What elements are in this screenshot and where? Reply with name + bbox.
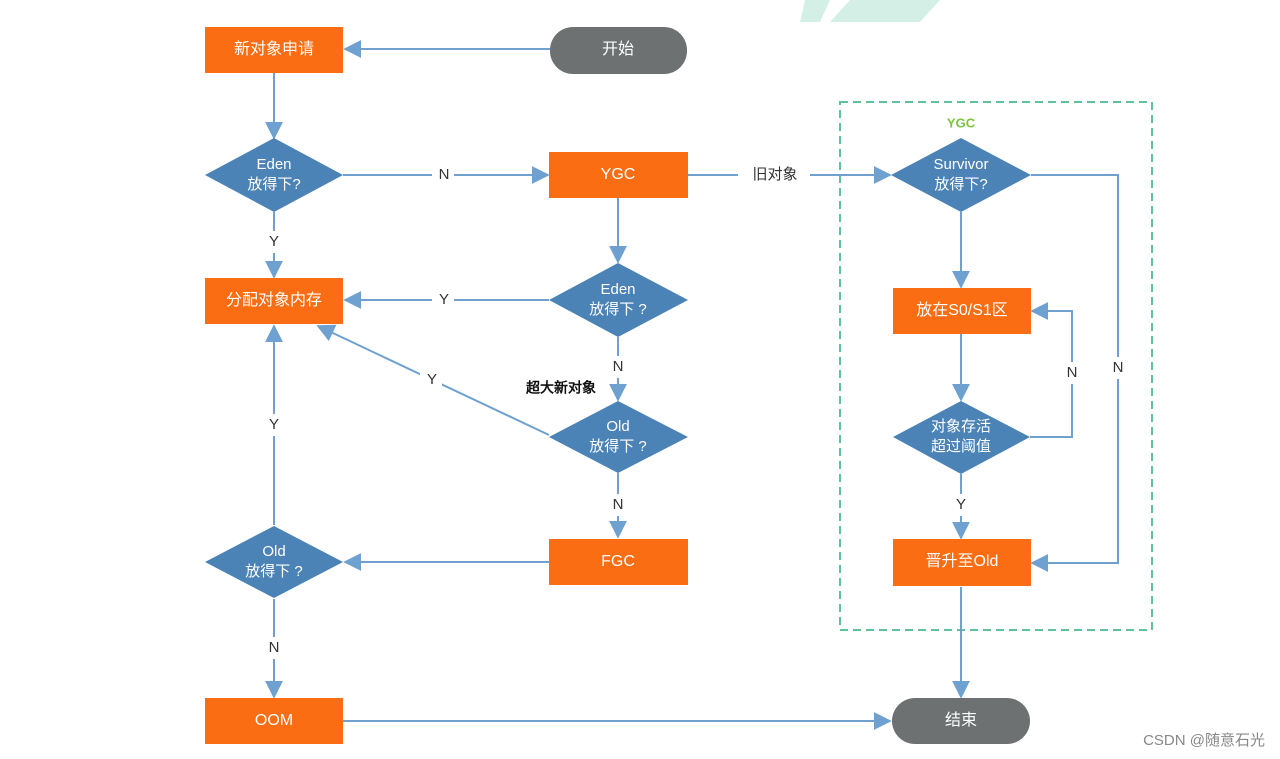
- node-survivor-fit: Survivor 放得下?: [891, 138, 1031, 212]
- ygc-group-border: [839, 101, 1153, 631]
- label-n-eden2-old1: N: [613, 358, 624, 375]
- node-eden-fit-1-line1: Eden: [256, 156, 291, 173]
- node-s0s1: 放在S0/S1区: [893, 288, 1031, 334]
- label-huge-new-object: 超大新对象: [525, 380, 596, 396]
- node-survive-threshold-line2: 超过阈值: [931, 438, 991, 455]
- node-promote-old-label: 晋升至Old: [926, 552, 999, 570]
- node-old-fit-1-line2: 放得下 ?: [589, 438, 647, 455]
- node-fgc: FGC: [549, 539, 688, 585]
- watermark-shape: [800, 0, 940, 22]
- node-survivor-fit-line2: 放得下?: [934, 176, 987, 193]
- label-y-old2-alloc: Y: [269, 416, 279, 433]
- node-old-fit-2-line1: Old: [262, 543, 285, 560]
- node-start: 开始: [550, 27, 687, 74]
- label-n-threshold-loop: N: [1067, 364, 1078, 381]
- node-old-fit-2-line2: 放得下 ?: [245, 563, 303, 580]
- node-start-label: 开始: [602, 40, 634, 58]
- node-survivor-fit-line1: Survivor: [933, 156, 988, 173]
- label-n-eden1-ygc: N: [439, 166, 450, 183]
- node-promote-old: 晋升至Old: [893, 539, 1031, 586]
- node-eden-fit-2-line2: 放得下 ?: [589, 301, 647, 318]
- label-old-object: 旧对象: [752, 166, 797, 183]
- node-eden-fit-2-line1: Eden: [600, 281, 635, 298]
- node-survive-threshold: 对象存活 超过阈值: [893, 401, 1030, 474]
- node-s0s1-label: 放在S0/S1区: [916, 301, 1008, 319]
- label-y-old1-alloc: Y: [427, 371, 437, 388]
- label-n-old2-oom: N: [269, 639, 280, 656]
- node-alloc-memory-label: 分配对象内存: [226, 291, 322, 309]
- node-ygc-label: YGC: [601, 166, 636, 183]
- label-n-old1-fgc: N: [613, 496, 624, 513]
- label-n-survivor-promote: N: [1113, 359, 1124, 376]
- label-y-eden2-alloc: Y: [439, 291, 449, 308]
- node-old-fit-1-line1: Old: [606, 418, 629, 435]
- node-eden-fit-1-line2: 放得下?: [247, 176, 300, 193]
- node-old-fit-1: Old 放得下 ?: [549, 401, 688, 473]
- node-new-object-label: 新对象申请: [234, 40, 314, 58]
- node-alloc-memory: 分配对象内存: [205, 278, 343, 324]
- node-end: 结束: [892, 698, 1030, 744]
- node-fgc-label: FGC: [601, 553, 635, 570]
- ygc-group-label: YGC: [947, 115, 976, 130]
- node-ygc: YGC: [549, 152, 688, 198]
- node-old-fit-2: Old 放得下 ?: [205, 526, 343, 598]
- node-oom: OOM: [205, 698, 343, 744]
- label-y-threshold-promote: Y: [956, 496, 966, 513]
- label-y-eden1-alloc: Y: [269, 233, 279, 250]
- node-eden-fit-1: Eden 放得下?: [205, 138, 343, 212]
- csdn-watermark: CSDN @随意石光: [1143, 731, 1265, 749]
- node-eden-fit-2: Eden 放得下 ?: [549, 263, 688, 337]
- node-end-label: 结束: [945, 711, 977, 729]
- node-survive-threshold-line1: 对象存活: [931, 418, 991, 435]
- node-oom-label: OOM: [255, 712, 293, 729]
- node-new-object: 新对象申请: [205, 27, 343, 73]
